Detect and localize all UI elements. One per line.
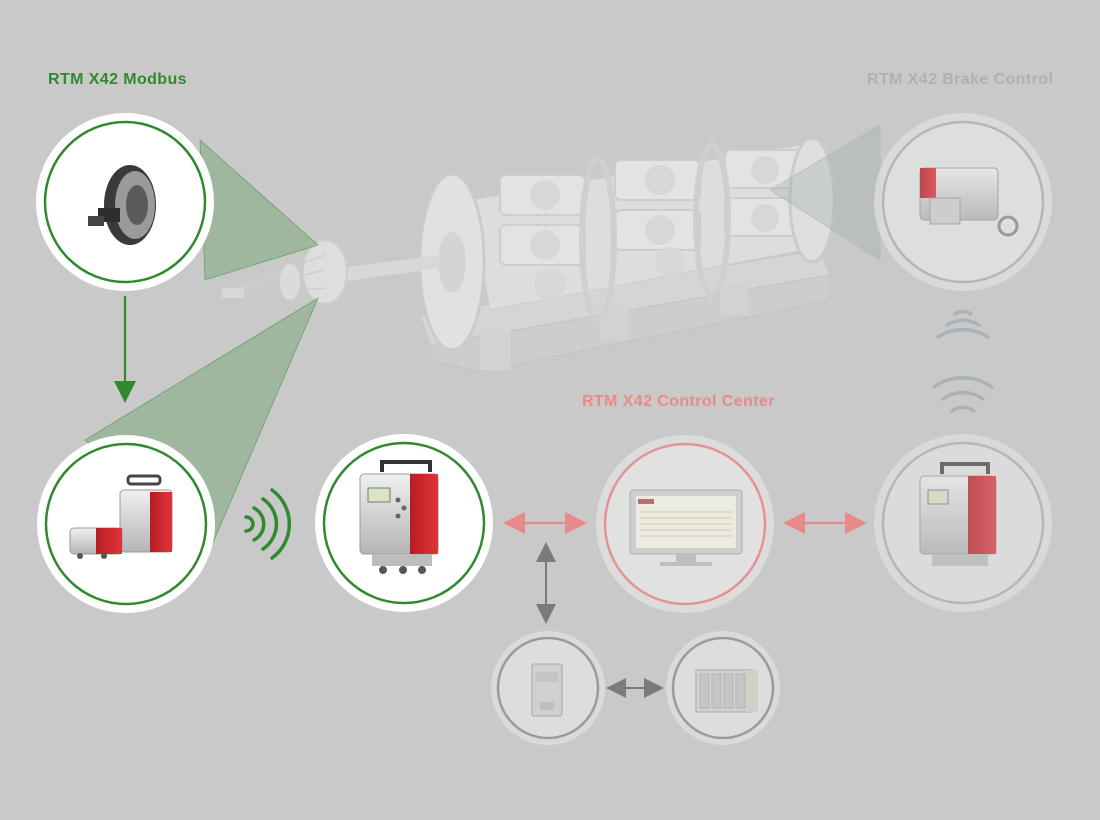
control-center-circle[interactable]	[596, 435, 774, 613]
receiver-unit-icon	[919, 462, 997, 566]
plc-circle[interactable]	[666, 631, 780, 745]
plc-module-icon	[695, 669, 758, 713]
rotor-sensor-icon	[88, 165, 156, 245]
wireless-signal-icon	[932, 309, 994, 413]
transmitter-box-icon	[69, 474, 173, 559]
brake-module-icon	[919, 167, 1019, 237]
stranding-machine	[219, 136, 836, 373]
control-center-label: RTM X42 Control Center	[582, 393, 775, 410]
din-rail-circle[interactable]	[491, 631, 605, 745]
receiver-unit-icon	[359, 460, 439, 574]
modbus-view-cone-top	[199, 138, 319, 281]
din-rail-module-icon	[531, 663, 563, 717]
wireless-signal-icon	[244, 488, 292, 560]
brake-control-label: RTM X42 Brake Control	[867, 71, 1054, 88]
rotor-sensor-circle[interactable]	[36, 113, 214, 291]
brake-control-circle[interactable]	[874, 113, 1052, 291]
receiver-circle[interactable]	[315, 434, 493, 612]
modbus-label: RTM X42 Modbus	[48, 71, 187, 88]
transmitter-circle[interactable]	[37, 435, 215, 613]
remote-receiver-circle[interactable]	[874, 434, 1052, 612]
monitor-screen-icon	[629, 489, 743, 566]
